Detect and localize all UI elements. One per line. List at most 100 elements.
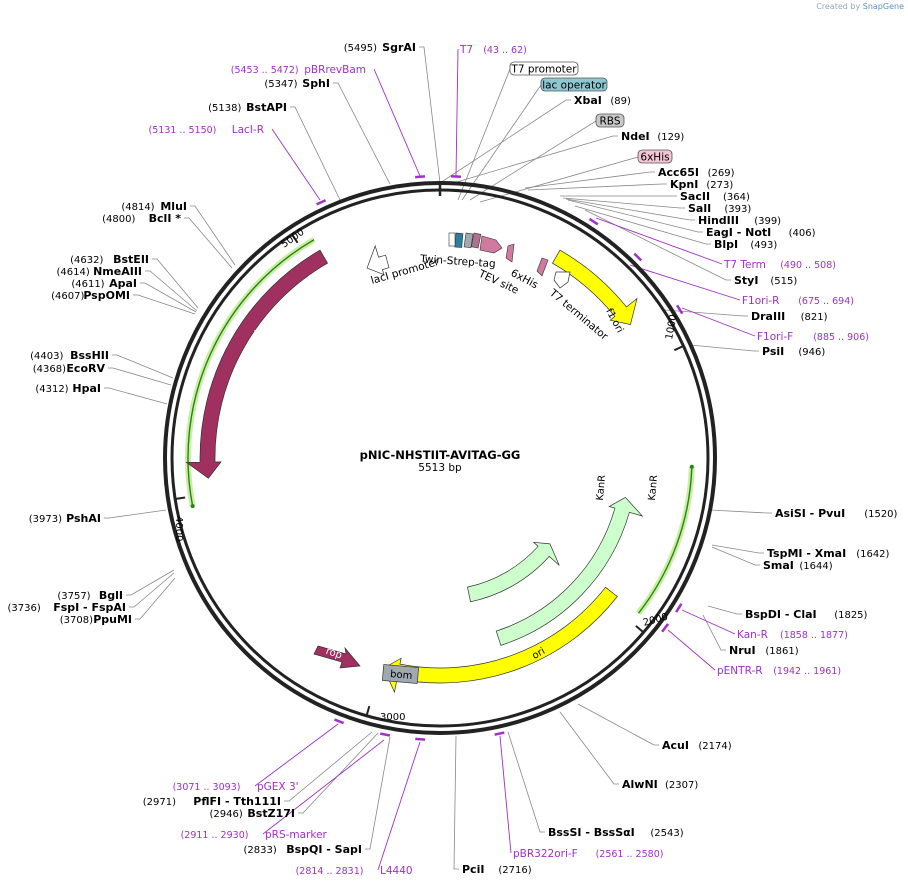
site-name: DraIII [751, 310, 785, 323]
site-name: FspI - FspAI [53, 601, 126, 614]
mini-feature [463, 232, 474, 249]
site-position: (3736) [8, 603, 41, 614]
site-label: SphI(5347) [264, 77, 330, 90]
site-label: BssHII(4403) [30, 349, 109, 362]
feature-box-text: T7 promoter [510, 64, 577, 76]
primer-leader [254, 723, 339, 787]
site-name: MluI [160, 200, 187, 213]
site-label: SalI(393) [688, 202, 751, 215]
leader-line [559, 711, 619, 785]
primer-name: pBRrevBam [304, 64, 366, 76]
site-label: BglI(3757) [57, 589, 123, 602]
leader-line [711, 546, 760, 566]
site-name: PpuMI [93, 613, 132, 626]
site-name: BstAPI [246, 101, 287, 114]
feature: lacI promoter [366, 244, 441, 287]
leader-line [133, 294, 196, 315]
site-label: EcoRV(4368) [33, 362, 106, 375]
site-name: BspQI - SapI [286, 843, 362, 856]
site-position: (393) [724, 204, 751, 215]
site-label: SgrAI(5495) [344, 41, 416, 54]
tev-arrow [479, 235, 503, 254]
site-name: StyI [734, 274, 758, 287]
orf-arrow [689, 464, 694, 469]
feature-arrow [467, 541, 560, 603]
leader-line [507, 731, 545, 833]
site-position: (364) [723, 192, 750, 203]
leader-line [664, 309, 748, 317]
primer-name: pBR322ori-F [513, 848, 578, 860]
site-label: Acc65I(269) [658, 166, 735, 179]
site-label: BclI *(4800) [102, 212, 181, 225]
leader-line [524, 171, 655, 189]
primer-name: T7 [459, 44, 473, 56]
leader-line [419, 46, 441, 184]
site-position: (4611) [71, 279, 104, 290]
feature-arrow [313, 645, 361, 669]
feature-label: KanR [595, 474, 608, 501]
site-label: HindIII(399) [698, 214, 781, 227]
site-name: TspMI - XmaI [767, 547, 846, 560]
site-position: (5347) [264, 79, 297, 90]
site-label: NdeI(129) [621, 130, 684, 143]
primer-site [494, 731, 505, 736]
site-name: BglI [99, 589, 123, 602]
primer-label: F1ori-F(885 .. 906) [757, 331, 869, 343]
primer-position: (2911 .. 2930) [181, 830, 249, 841]
site-position: (2543) [650, 828, 683, 839]
leader-line [565, 198, 695, 221]
leader-line [577, 703, 659, 746]
leader-line [152, 258, 199, 309]
tick-label: 4000 [173, 516, 184, 541]
tick-label: 3000 [380, 712, 405, 723]
site-label: PpuMI(3708) [60, 613, 132, 626]
site-label: KpnI (273) [670, 178, 733, 191]
site-position: (406) [789, 228, 816, 239]
leader-line [707, 605, 742, 615]
primer-position: (2814 .. 2831) [296, 866, 364, 877]
primer-site [316, 199, 327, 206]
site-label: PshAI(3973) [29, 512, 101, 525]
feature-box [595, 113, 625, 128]
leader-line [365, 736, 391, 850]
site-name: AlwNI [622, 778, 658, 791]
feature: KanR [495, 474, 660, 646]
site-position: (1520) [864, 509, 897, 520]
site-position: (946) [798, 347, 825, 358]
site-position: (399) [754, 216, 781, 227]
leader-line [449, 135, 618, 185]
site-position: (273) [706, 180, 733, 191]
site-name: ApaI [109, 277, 137, 290]
feature-label: Twin-Strep-tag [419, 253, 496, 270]
site-position: (269) [708, 168, 735, 179]
plasmid-length: 5513 bp [418, 462, 462, 474]
primer-leader [629, 264, 741, 301]
site-name: KpnI [670, 178, 698, 191]
feature-box-text: 6xHis [640, 152, 669, 164]
site-name: SgrAI [382, 41, 416, 54]
primer-site [415, 175, 426, 179]
site-name: BssHII [70, 349, 109, 362]
feature: rop [313, 645, 361, 669]
primer-label: pENTR-R(1942 .. 1961) [717, 665, 841, 677]
site-label: SacII(364) [680, 190, 750, 203]
leader-line [126, 569, 175, 596]
site-label: TspMI - XmaI(1642) [767, 547, 890, 560]
primer-leader [262, 739, 385, 835]
orf-arrow [190, 504, 195, 509]
primer-leader [455, 48, 459, 177]
site-label: AcuI(2174) [662, 739, 732, 752]
primer-position: (490 .. 508) [780, 260, 836, 271]
site-label: BspDI - ClaI(1825) [745, 608, 868, 621]
site-label: BspQI - SapI(2833) [244, 843, 362, 856]
site-position: (2971) [143, 797, 176, 808]
leader-line [461, 84, 542, 201]
leader-line [333, 82, 391, 185]
leader-line [711, 544, 764, 554]
site-label: PflFI - Tth111I(2971) [143, 795, 281, 808]
leader-line [527, 183, 667, 191]
leader-line [453, 735, 459, 870]
site-position: (2307) [665, 780, 698, 791]
site-label: BstAPI(5138) [208, 101, 287, 114]
